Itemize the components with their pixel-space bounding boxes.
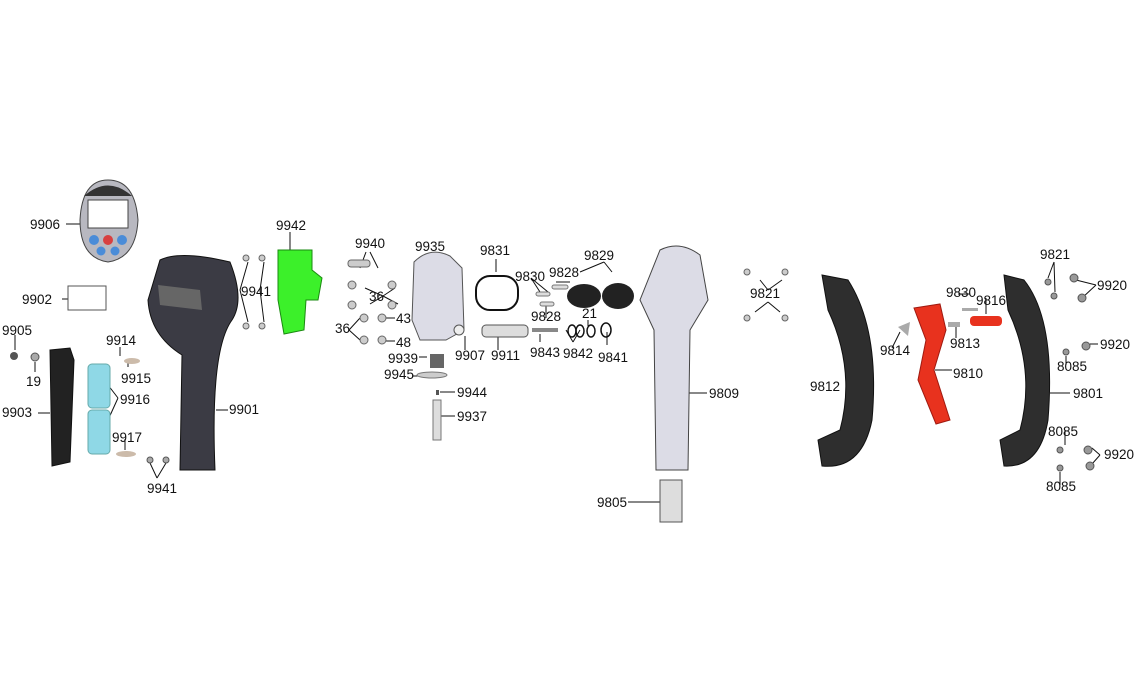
part-label: 43: [396, 311, 412, 326]
part-9937-pin: [432, 399, 442, 441]
part-label: 9814: [880, 343, 911, 358]
part-label: 9907: [455, 348, 486, 363]
part-9914-contact: [124, 358, 140, 364]
part-9812-left-shell: [817, 274, 875, 467]
part-9805-anvil: [659, 479, 683, 523]
part-9810-trigger: [913, 303, 951, 425]
part-label: 9843: [530, 345, 561, 360]
part-label: 9916: [120, 392, 151, 407]
part-9941-screws: [146, 456, 170, 464]
part-label: 9831: [480, 243, 511, 258]
part-label: 9920: [1097, 278, 1128, 293]
part-label: 9812: [810, 379, 841, 394]
part-label: 9829: [584, 248, 615, 263]
part-label: 9939: [388, 351, 419, 366]
part-9901-handle-housing: [147, 254, 239, 471]
part-9903-grip-cover: [49, 347, 75, 467]
part-label: 9915: [121, 371, 152, 386]
part-label: 9911: [491, 348, 521, 363]
part-9907: [453, 324, 465, 336]
part-9920-8085-screws: [1044, 273, 1095, 472]
part-label: 9901: [229, 402, 260, 417]
part-label: 9944: [457, 385, 488, 400]
part-label: 9830: [515, 269, 546, 284]
part-label: 9941: [241, 284, 272, 299]
part-9809-main-housing: [639, 245, 709, 471]
part-9939: [430, 354, 444, 368]
part-9828-9830-pins: [535, 284, 569, 307]
part-label: 19: [26, 374, 42, 389]
part-9830-pin: [962, 308, 978, 311]
part-9942-board: [277, 249, 323, 335]
part-label: 9937: [457, 409, 488, 424]
part-9941-screws-2: [242, 254, 266, 330]
part-label: 9813: [950, 336, 981, 351]
part-9831-oring: [475, 275, 519, 311]
part-label: 9941: [147, 481, 178, 496]
part-9816-red-button: [970, 316, 1002, 326]
part-label: 8085: [1057, 359, 1088, 374]
part-label: 21: [582, 306, 598, 321]
part-label: 8085: [1048, 424, 1079, 439]
part-label: 9917: [112, 430, 143, 445]
part-9843: [532, 328, 558, 332]
part-label: 9841: [598, 350, 629, 365]
part-9905: [10, 352, 18, 360]
part-9916-batteries: [87, 363, 111, 455]
part-9814: [898, 322, 910, 336]
part-label: 9920: [1100, 337, 1131, 352]
part-label: 9842: [563, 346, 594, 361]
part-36-screws: [347, 259, 397, 345]
part-label: 9821: [1040, 247, 1071, 262]
part-label: 48: [396, 335, 412, 350]
part-label: 9830: [946, 285, 977, 300]
part-label: 9801: [1073, 386, 1104, 401]
part-label: 8085: [1046, 479, 1077, 494]
part-9813: [948, 322, 960, 327]
part-label: 36: [369, 289, 385, 304]
part-label: 9945: [384, 367, 415, 382]
part-label: 9828: [549, 265, 580, 280]
part-label: 9821: [750, 286, 781, 301]
part-label: 9920: [1104, 447, 1135, 462]
part-9902-label-sheet: [67, 285, 107, 311]
part-9842-21-9841-orings: [567, 322, 612, 338]
part-label: 9809: [709, 386, 740, 401]
part-9906-display-cover: [79, 179, 139, 263]
part-9911-spool: [481, 324, 529, 338]
part-label: 9914: [106, 333, 137, 348]
part-9944: [436, 390, 439, 395]
part-label: 9810: [953, 366, 984, 381]
part-9821-screws: [743, 268, 789, 322]
part-label: 9816: [976, 293, 1007, 308]
part-label: 9942: [276, 218, 307, 233]
part-19-screw: [30, 352, 40, 362]
part-label: 9902: [22, 292, 53, 307]
part-label: 36: [335, 321, 351, 336]
part-label: 9935: [415, 239, 446, 254]
part-9801-right-shell: [999, 274, 1051, 467]
part-9829-gears: [567, 283, 634, 309]
part-label: 9828: [531, 309, 562, 324]
part-9935-valve-body: [411, 251, 465, 341]
part-9917-contact: [116, 451, 136, 457]
part-label: 9905: [2, 323, 33, 338]
part-label: 9906: [30, 217, 61, 232]
part-label: 9940: [355, 236, 386, 251]
part-label: 9903: [2, 405, 33, 420]
part-9945-gasket: [416, 371, 448, 379]
part-label: 9805: [597, 495, 628, 510]
